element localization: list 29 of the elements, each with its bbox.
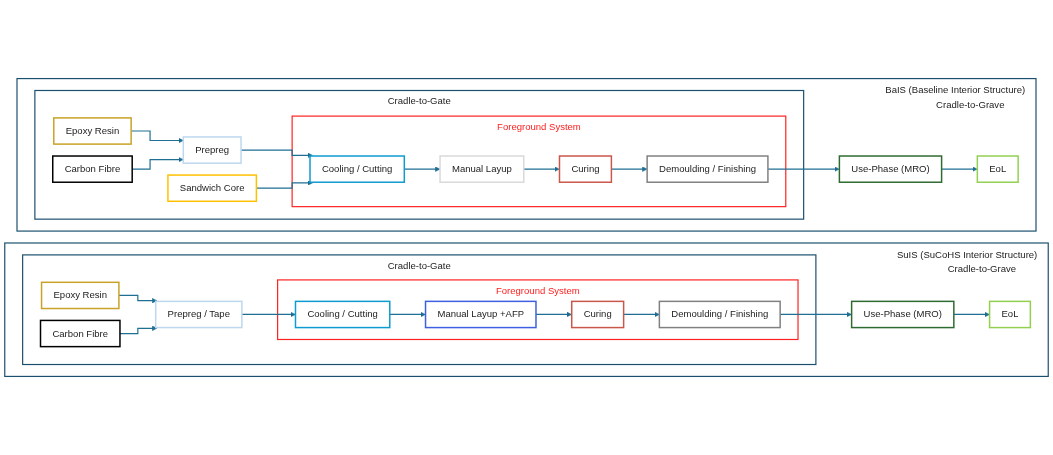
node-box: Sandwich Core bbox=[167, 174, 258, 203]
arrow bbox=[241, 311, 296, 318]
node-box: Prepreg bbox=[182, 136, 242, 164]
node-box: Use-Phase (MRO) bbox=[838, 155, 943, 183]
node-box: EoL bbox=[976, 155, 1019, 183]
node-box: Cooling / Cutting bbox=[294, 300, 391, 329]
node-box: Manual Layup +AFP bbox=[424, 300, 537, 329]
arrow bbox=[623, 311, 660, 318]
node-box: Use-Phase (MRO) bbox=[850, 300, 955, 329]
arrow bbox=[118, 294, 158, 304]
arrow bbox=[523, 166, 560, 172]
arrow bbox=[119, 325, 158, 335]
node-box: Curing bbox=[558, 155, 613, 183]
node-box: Prepreg / Tape bbox=[154, 300, 243, 329]
node-box: EoL bbox=[988, 300, 1032, 329]
arrow bbox=[767, 166, 840, 172]
arrow bbox=[389, 311, 426, 318]
arrow bbox=[535, 311, 572, 318]
arrow bbox=[953, 311, 990, 318]
node-box: Manual Layup bbox=[439, 155, 525, 183]
node-box: Epoxy Resin bbox=[40, 281, 120, 310]
node-box: Curing bbox=[570, 300, 625, 329]
node-box: Demoulding / Finishing bbox=[646, 155, 769, 183]
node-box: Carbon Fibre bbox=[39, 319, 121, 348]
arrow bbox=[941, 166, 978, 172]
node-box: Demoulding / Finishing bbox=[658, 300, 781, 329]
node-box: Epoxy Resin bbox=[53, 117, 132, 145]
node-box: Carbon Fibre bbox=[52, 155, 133, 183]
node-box: Cooling / Cutting bbox=[309, 155, 406, 183]
